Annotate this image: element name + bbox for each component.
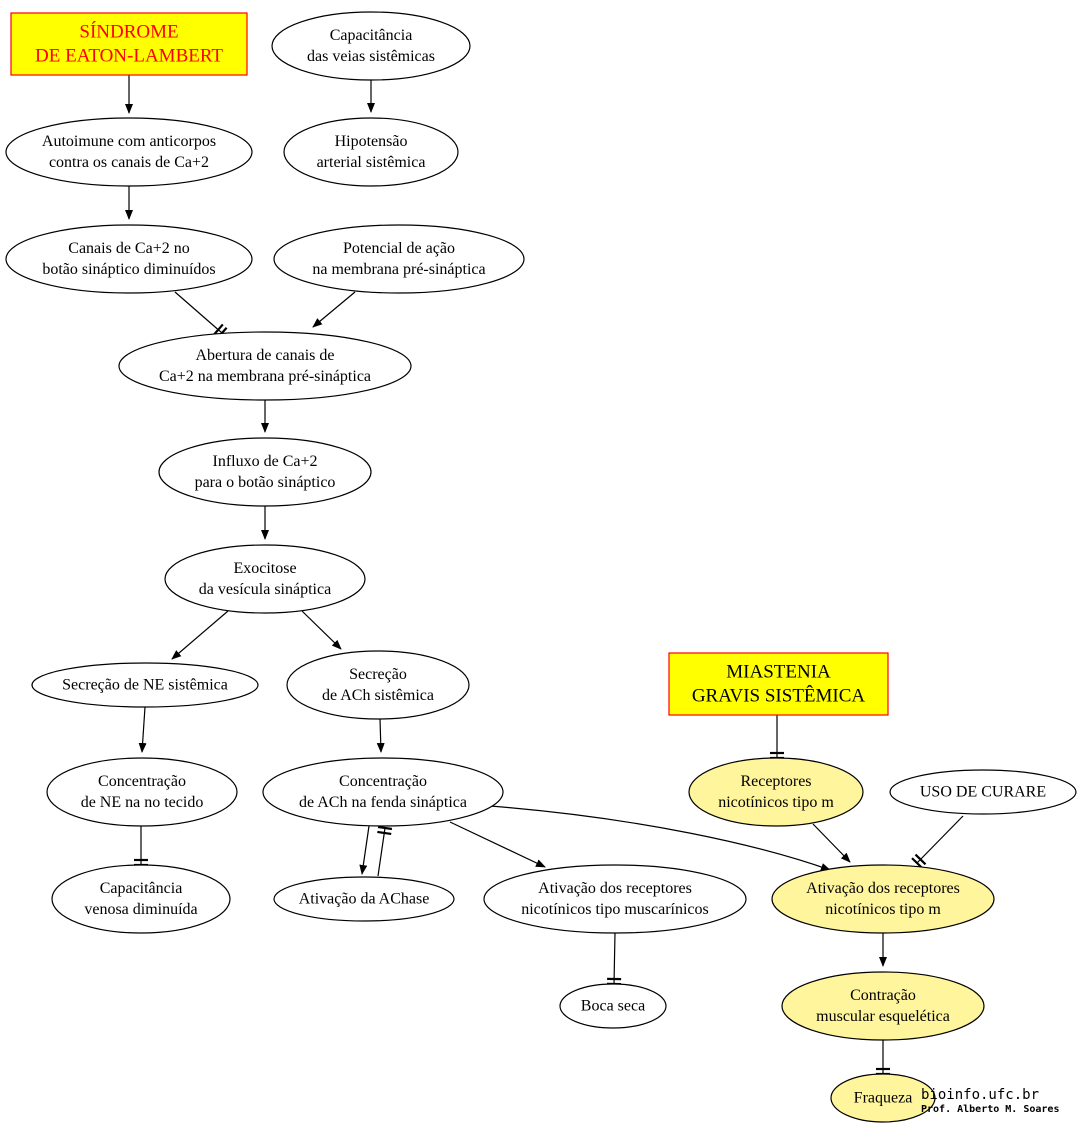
node-uso-curare: USO DE CURARE [889, 769, 1077, 815]
node-label-line: MIASTENIA [726, 662, 831, 683]
node-label-line: para o botão sináptico [195, 474, 336, 491]
activation-edge-secrecao_ne-to-concentracao_ne [138, 706, 147, 753]
node-potencial-acao: Potencial de ação na membrana pré-sinápti… [273, 224, 525, 294]
node-label-line: Influxo de Ca+2 [213, 453, 318, 470]
node-ativacao-muscarinicos: Ativação dos receptores nicotínicos tipo … [483, 864, 747, 934]
inhibition-edge-contracao-to-fraqueza [876, 1040, 890, 1076]
activation-edge-exocitose-to-secrecao_ne [171, 610, 229, 660]
activation-edge-secrecao_ach-to-concentracao_ach [376, 718, 385, 753]
node-label-line: botão sináptico diminuídos [42, 261, 215, 278]
inhibition-edge-ativacao_muscarinicos-to-boca_seca [606, 932, 622, 986]
node-ativacao-m: Ativação dos receptores nicotínicos tipo … [771, 864, 995, 934]
edges-layer [125, 75, 964, 1076]
node-label-line: nicotínicos tipo muscarínicos [521, 901, 709, 918]
node-influxo: Influxo de Ca+2 para o botão sináptico [158, 437, 372, 507]
inhibition-bar [377, 825, 393, 831]
node-label-line: Contração [850, 987, 916, 1004]
node-label-line: Potencial de ação [343, 240, 455, 257]
node-label-line: Exocitose [233, 560, 296, 577]
inhibition-bar [914, 853, 927, 866]
node-label-line: muscular esquelética [816, 1008, 950, 1025]
node-concentracao-ach: Concentração de ACh na fenda sináptica [262, 757, 504, 827]
node-label-line: Secreção de NE sistêmica [62, 677, 228, 694]
inhibition-bar [212, 323, 224, 336]
node-capacitancia-venosa: Capacitância venosa diminuída [51, 864, 231, 934]
node-label-line: Ativação dos receptores [538, 880, 692, 897]
node-abertura-canais: Abertura de canais de Ca+2 na membrana pr… [118, 331, 412, 401]
node-label-line: Secreção [349, 666, 407, 683]
node-label-line: DE EATON-LAMBERT [35, 46, 223, 67]
nodes-layer: SÍNDROME DE EATON-LAMBERT MIASTENIAGRAVIS … [5, 11, 1077, 1123]
node-label-line: Autoimune com anticorpos [42, 133, 216, 150]
inhibition-edge-uso_curare-to-ativacao_m [911, 815, 964, 869]
node-label-line: Ativação dos receptores [806, 880, 960, 897]
inhibition-edge-canais_diminuidos-to-abertura_canais [174, 291, 228, 339]
inhibition-edge-miastenia-to-receptores_m [770, 715, 784, 760]
node-label-line: da vesícula sináptica [199, 581, 331, 598]
node-contracao: Contração muscular esquelética [781, 971, 985, 1041]
node-label-line: Concentração [98, 773, 186, 790]
node-sindrome: SÍNDROME DE EATON-LAMBERT [10, 12, 248, 76]
node-hipotensao: Hipotensão arterial sistêmica [283, 117, 459, 187]
node-label-line: Ca+2 na membrana pré-sináptica [159, 368, 371, 385]
node-label-line: contra os canais de Ca+2 [49, 154, 209, 171]
node-label-line: GRAVIS SISTÊMICA [692, 685, 866, 707]
node-label-line: de NE na no tecido [81, 794, 204, 811]
node-boca-seca: Boca seca [559, 983, 667, 1029]
node-capacitancia-veias: Capacitância das veias sistêmicas [271, 11, 471, 81]
activation-edge-exocitose-to-secrecao_ach [301, 610, 342, 650]
credit-site: bioinfo.ufc.br [921, 1087, 1040, 1103]
activation-edge-receptores_m-to-ativacao_m [812, 823, 851, 863]
node-label-line: USO DE CURARE [920, 784, 1046, 801]
inhibition-bar [911, 857, 923, 869]
activation-edge-concentracao_ach-to-ativacao_m [489, 805, 831, 871]
node-label-line: Abertura de canais de [195, 347, 334, 364]
node-label-line: nicotínicos tipo m [718, 794, 834, 811]
node-label-line: de ACh sistêmica [322, 687, 434, 704]
node-fraqueza: Fraqueza [830, 1073, 936, 1123]
activation-edge-potencial_acao-to-abertura_canais [312, 291, 356, 328]
node-exocitose: Exocitose da vesícula sináptica [164, 544, 366, 614]
node-autoimune: Autoimune com anticorpos contra os canais… [5, 117, 253, 187]
node-secrecao-ach: Secreção de ACh sistêmica [286, 650, 470, 720]
activation-edge-concentracao_ach-to-ativacao_muscarinicos [449, 821, 546, 868]
node-label-line: Capacitância [330, 27, 413, 44]
node-label-line: Ativação da AChase [299, 891, 430, 908]
node-label-line: venosa diminuída [84, 901, 197, 918]
node-receptores-m: Receptores nicotínicos tipo m [688, 757, 864, 827]
node-label-line: Canais de Ca+2 no [68, 240, 189, 257]
credit-author: Prof. Alberto M. Soares [921, 1104, 1060, 1115]
node-label-line: Concentração [339, 773, 427, 790]
node-concentracao-ne: Concentração de NE na no tecido [46, 757, 238, 827]
inhibition-edge-ativacao_achase-to-concentracao_ach [377, 825, 393, 877]
node-label-line: de ACh na fenda sináptica [299, 794, 467, 811]
node-label-line: na membrana pré-sináptica [312, 261, 485, 278]
inhibition-bar [377, 830, 392, 836]
node-canais-diminuidos: Canais de Ca+2 no botão sináptico diminuí… [5, 224, 253, 294]
node-label-line: Fraqueza [854, 1090, 913, 1107]
inhibition-edge-concentracao_ne-to-capacitancia_venosa [134, 826, 148, 867]
node-label-line: das veias sistêmicas [307, 48, 435, 65]
node-label-line: Boca seca [581, 998, 645, 1015]
node-label-line: Hipotensão [335, 133, 408, 150]
node-secrecao-ne: Secreção de NE sistêmica [31, 662, 259, 708]
node-ativacao-achase: Ativação da AChase [273, 876, 455, 922]
node-label-line: SÍNDROME [79, 21, 178, 43]
node-label-line: Capacitância [100, 880, 183, 897]
node-label-line: nicotínicos tipo m [825, 901, 941, 918]
node-label-line: arterial sistêmica [317, 154, 426, 171]
activation-edge-concentracao_ach-to-ativacao_achase [359, 825, 370, 875]
node-label-line: Receptores [740, 773, 811, 790]
